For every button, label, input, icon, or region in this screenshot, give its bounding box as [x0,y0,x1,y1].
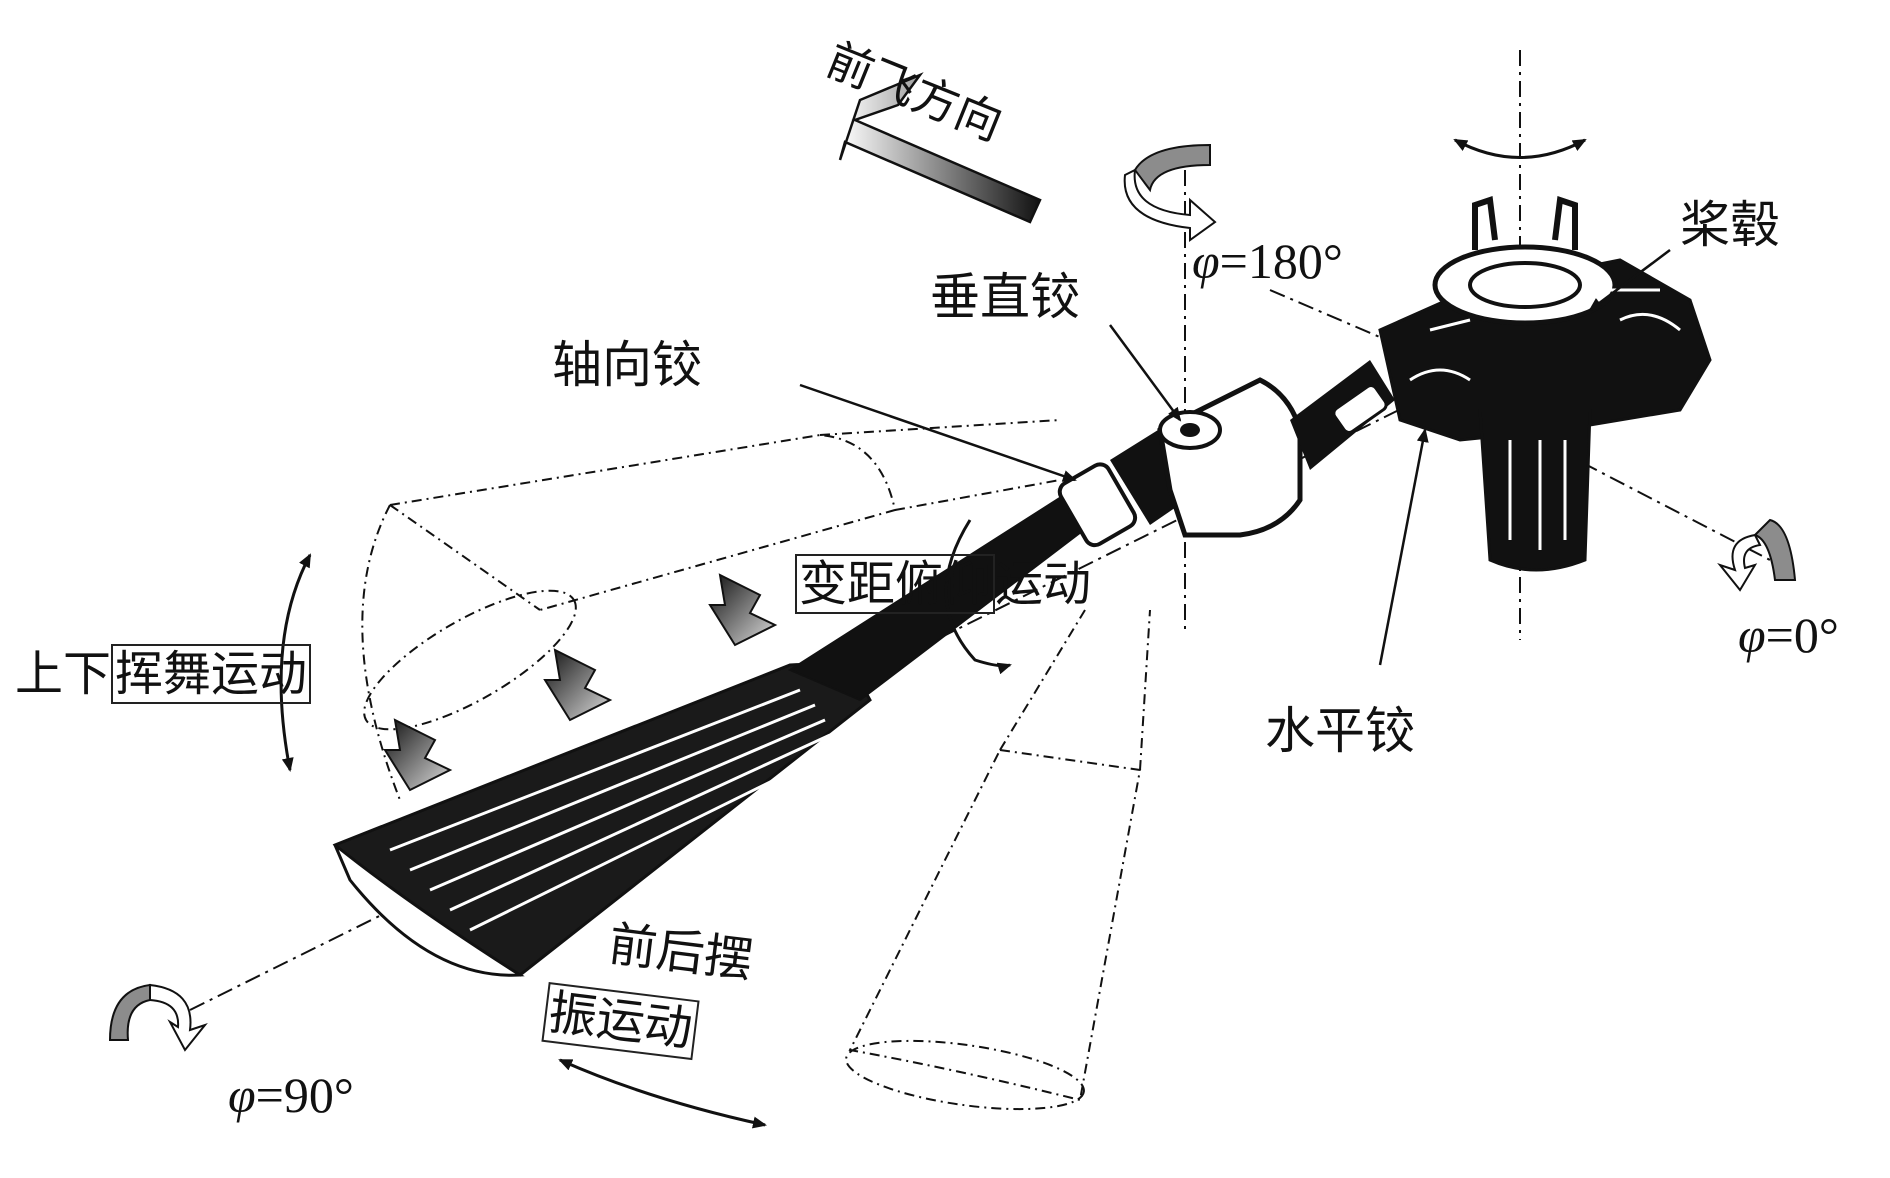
azimuth-90-value: =90° [255,1067,354,1123]
azimuth-90-label: φ=90° [228,1070,354,1120]
phantom-blade-up [361,419,1061,801]
forward-direction-arrow [838,72,1042,224]
leader-horizontal-hinge [1378,428,1429,666]
phi-symbol: φ [1738,607,1766,663]
lead-lag-label-line2: 振运动 [541,982,700,1061]
rotor-hub [1378,195,1712,572]
horizontal-hinge-label: 水平铰 [1265,702,1415,760]
flap-motion-boxed: 挥舞运动 [111,644,312,704]
rotation-arrow-180 [1123,143,1217,242]
azimuth-180-label: φ=180° [1192,236,1343,286]
azimuth-0-axis [1499,419,1771,561]
pitch-motion-arrow [944,519,1012,675]
airflow-arrows [383,573,778,792]
vertical-hinge-body [1157,360,1395,538]
pitch-motion-label: 变距俯仰运动 [795,554,1091,614]
phi-symbol: φ [228,1067,256,1123]
leader-axial-hinge [799,383,1077,482]
leader-lines [799,249,1671,666]
vertical-hinge-label: 垂直铰 [930,268,1080,326]
blade-tip [333,843,525,977]
axial-hinge-label: 轴向铰 [552,336,702,394]
blade-ribs [389,688,836,932]
flap-motion-label: 上下挥舞运动 [15,644,312,704]
hub-label: 桨毂 [1680,196,1780,254]
leader-hub [1588,249,1671,312]
azimuth-180-value: =180° [1219,233,1343,289]
flap-motion-arrow [279,553,312,772]
azimuth-0-value: =0° [1765,607,1839,663]
pitch-motion-boxed: 变距俯仰 [795,554,996,614]
rotation-arrow-0 [1717,518,1797,592]
pitch-motion-rest: 运动 [995,556,1092,612]
azimuth-0-label: φ=0° [1738,610,1839,660]
flap-motion-prefix: 上下 [15,646,112,702]
rotor-blade [332,483,1112,977]
leader-vertical-hinge [1108,324,1182,422]
rotation-arrow-90 [108,983,208,1052]
phantom-blade-lag [845,609,1151,1111]
phi-symbol: φ [1192,233,1220,289]
hub-swing-arrow [1453,138,1587,159]
lead-lag-arrow [558,1058,767,1129]
